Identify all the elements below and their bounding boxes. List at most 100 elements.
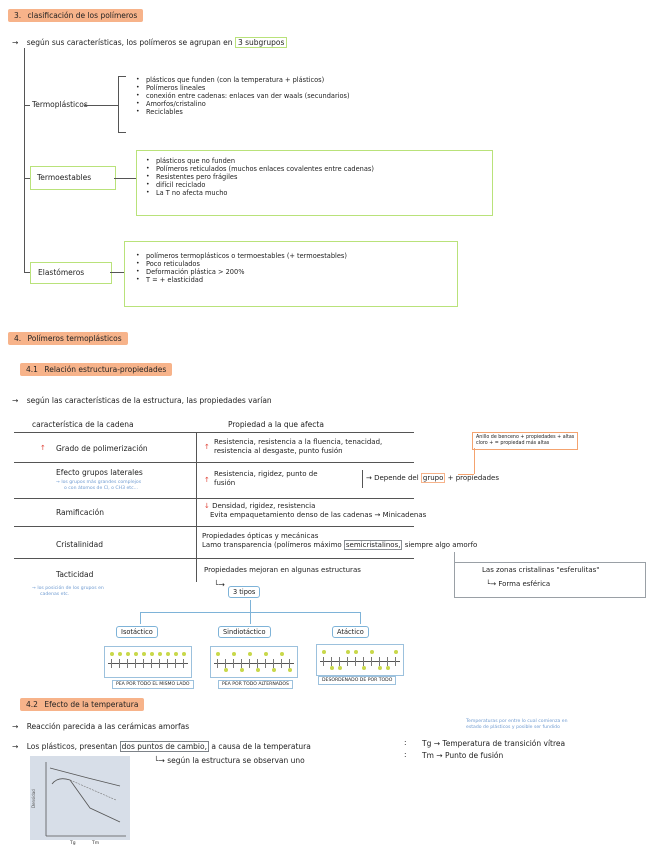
- list-item: Deformación plástica > 200%: [136, 268, 347, 276]
- tree-trunk: [24, 48, 25, 273]
- chain-bond: [323, 657, 324, 666]
- chain-bond: [135, 659, 136, 668]
- list-item: T = + elasticidad: [136, 276, 347, 284]
- side-group-dot: [141, 652, 146, 656]
- chain-atactico: [316, 644, 404, 676]
- list-item: Polímeros lineales: [136, 84, 350, 92]
- graph-y-label: Densidad: [31, 789, 36, 808]
- side-group-dot: [157, 652, 162, 656]
- sec41-num: 4.1: [26, 365, 38, 374]
- side-group-dot: [231, 652, 236, 656]
- chain-bond: [395, 657, 396, 666]
- crystal-note-line1: Las zonas cristalinas "esferulitas": [482, 566, 600, 574]
- table-header-col1: característica de la cadena: [32, 420, 134, 429]
- side-group-dot: [223, 668, 228, 672]
- table-row-char: Grado de polimerización: [56, 444, 148, 453]
- graph-curve-liquid: [49, 767, 121, 787]
- type-atactico: Atáctico: [332, 626, 369, 638]
- side-group-dot: [353, 650, 358, 654]
- chain-bond: [363, 657, 364, 666]
- density-temperature-graph: Densidad Tg Tm: [30, 756, 130, 846]
- caption-isotactico: PEA POR TODO EL MISMO LADO: [112, 680, 194, 689]
- list-item: polímeros termoplásticos o termoestables…: [136, 252, 347, 260]
- up-arrow-icon: ↑: [204, 443, 210, 451]
- chain-sindiotactico: [210, 646, 298, 678]
- list-item: difícil reciclado: [146, 181, 374, 189]
- tg-line: Tg → Temperatura de transición vítrea: [422, 739, 566, 748]
- sec42-title: Efecto de la temperatura: [44, 700, 139, 709]
- up-arrow-icon: ↑: [40, 444, 46, 452]
- down-arrow-icon: ↓: [204, 502, 210, 510]
- grupo-dependence: → Depende del grupo + propiedades: [366, 473, 499, 483]
- section-41-title: 4.1 Relación estructura-propiedades: [20, 363, 173, 376]
- side-group-dot: [279, 652, 284, 656]
- chain-bond: [183, 659, 184, 668]
- side-group-dot: [173, 652, 178, 656]
- elastomeros-list: polímeros termoplásticos o termoestables…: [136, 252, 347, 284]
- section-3-title: 3. clasificación de los polímeros: [8, 9, 144, 22]
- side-group-dot: [393, 650, 398, 654]
- side-group-dot: [247, 652, 252, 656]
- chain-bond: [379, 657, 380, 666]
- crystal-note-box: [454, 562, 646, 598]
- table-row-prop: Resistencia, rigidez, punto de fusión: [214, 470, 318, 487]
- chain-bond: [127, 659, 128, 668]
- tm-line: Tm → Punto de fusión: [422, 751, 504, 760]
- section-3-intro: → según sus características, los polímer…: [12, 37, 288, 48]
- side-group-dot: [133, 652, 138, 656]
- section-42-line3: └→ según la estructura se observan uno: [154, 756, 305, 765]
- chain-bond: [111, 659, 112, 668]
- list-item: conexión entre cadenas: enlaces van der …: [136, 92, 350, 100]
- table-row-prop: Propiedades mejoran en algunas estructur…: [204, 566, 361, 574]
- side-group-dot: [215, 652, 220, 656]
- up-arrow-icon: ↑: [204, 476, 210, 484]
- elastomeros-box: [30, 262, 112, 284]
- group-label-termoplasticos: Termoplásticos: [32, 100, 88, 109]
- table-row-char: Tacticidad: [56, 570, 94, 579]
- sec3-num: 3.: [14, 11, 22, 20]
- type-isotactico: Isotáctico: [116, 626, 158, 638]
- chain-bond: [265, 659, 266, 668]
- group-label-elastomeros: Elastómeros: [38, 268, 85, 277]
- chain-bond: [241, 659, 242, 668]
- chain-bond: [119, 659, 120, 668]
- benzene-note-box: Anillo de benceno + propiedades + altas …: [472, 432, 579, 450]
- graph-tick-tm: Tm: [91, 840, 99, 846]
- termoestables-list: plásticos que no funden Polímeros reticu…: [146, 157, 374, 197]
- list-item: Resistentes pero frágiles: [146, 173, 374, 181]
- elastomeros-items-box: [124, 241, 458, 307]
- chain-bond: [143, 659, 144, 668]
- side-group-dot: [109, 652, 114, 656]
- chain-bond: [281, 659, 282, 668]
- side-group-dot: [369, 650, 374, 654]
- graph-tick-tg: Tg: [69, 840, 76, 846]
- caption-sindiotactico: PEA POR TODO ALTERNADOS: [218, 680, 293, 689]
- caption-atactico: DESORDENADO DE POR TODO: [318, 676, 397, 685]
- chain-bond: [159, 659, 160, 668]
- chain-bond: [249, 659, 250, 668]
- chain-bond: [175, 659, 176, 668]
- sec41-title: Relación estructura-propiedades: [44, 365, 167, 374]
- list-item: Poco reticulados: [136, 260, 347, 268]
- side-group-dot: [361, 666, 366, 670]
- table-row-note: → los grupos más grandes complejos o con…: [56, 480, 142, 491]
- chain-bond: [225, 659, 226, 668]
- sec4-title: Polímeros termoplásticos: [27, 334, 122, 343]
- section-42-title: 4.2 Efecto de la temperatura: [20, 698, 145, 711]
- graph-background: [30, 756, 130, 840]
- side-group-dot: [329, 666, 334, 670]
- chain-bond: [257, 659, 258, 668]
- crystal-note-line2: └→ Forma esférica: [486, 580, 551, 588]
- section-4-title: 4. Polímeros termoplásticos: [8, 332, 128, 345]
- graph-curve-glass: [69, 779, 117, 801]
- chain-bond: [371, 657, 372, 666]
- table-row-prop: Propiedades ópticas y mecánicas Lamo tra…: [202, 532, 478, 550]
- chain-isotactico: [104, 646, 192, 678]
- list-item: La T no afecta mucho: [146, 189, 374, 197]
- side-group-dot: [117, 652, 122, 656]
- side-group-dot: [165, 652, 170, 656]
- chain-bond: [233, 659, 234, 668]
- side-group-dot: [149, 652, 154, 656]
- sec3-title: clasificación de los polímeros: [27, 11, 138, 20]
- table-header-col2: Propiedad a la que afecta: [228, 420, 324, 429]
